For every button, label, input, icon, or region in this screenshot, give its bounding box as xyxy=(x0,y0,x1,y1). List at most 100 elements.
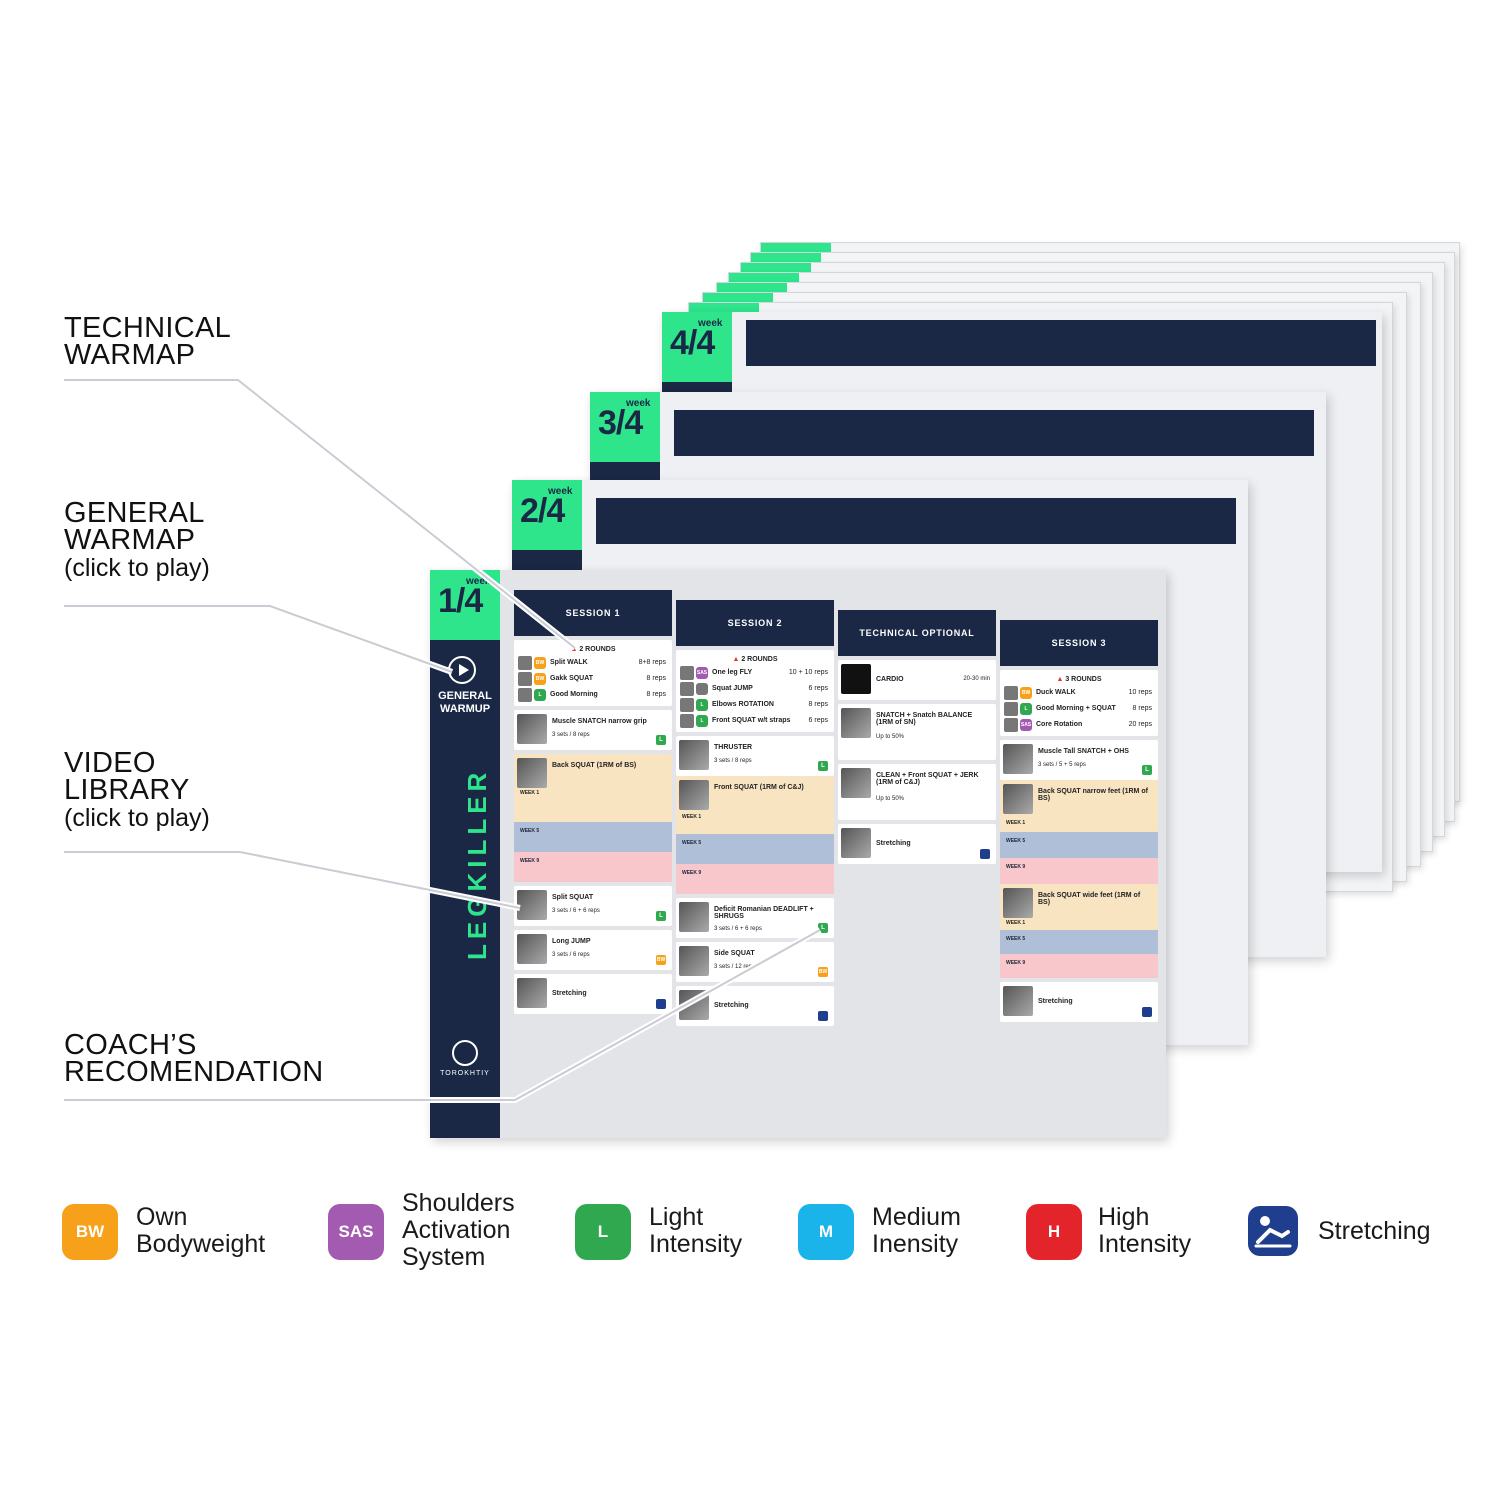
light-intensity-badge: L xyxy=(575,1204,631,1260)
exercise-card[interactable]: Deficit Romanian DEADLIFT + SHRUGS 3 set… xyxy=(676,898,834,938)
video-thumb-icon[interactable] xyxy=(841,768,871,798)
week-9-band: WEEK 9 xyxy=(1000,858,1158,884)
exercise-card[interactable]: SNATCH + Snatch BALANCE (1RM of SN) Up t… xyxy=(838,704,996,760)
technical-session-column: TECHNICAL OPTIONAL SESSION CARDIO 20-30 … xyxy=(838,610,996,864)
torokhtiy-logo-icon xyxy=(452,1040,478,1066)
video-thumb-icon[interactable] xyxy=(518,672,532,686)
video-thumb-icon[interactable] xyxy=(680,666,694,680)
callout-general-warmap: GENERAL WARMAP (click to play) xyxy=(64,497,210,583)
stretching-card[interactable]: Stretching xyxy=(514,974,672,1014)
video-thumb-icon[interactable] xyxy=(517,758,547,788)
brand-logo: TOROKHTIY xyxy=(430,1040,500,1077)
video-thumb-icon[interactable] xyxy=(679,990,709,1020)
bodyweight-badge: BW xyxy=(818,967,828,977)
light-intensity-badge: L xyxy=(818,923,828,933)
high-intensity-badge: H xyxy=(1026,1204,1082,1260)
exercise-card[interactable]: Muscle SNATCH narrow grip 3 sets / 8 rep… xyxy=(514,710,672,750)
video-thumb-icon[interactable] xyxy=(1003,744,1033,774)
week-5-band: WEEK 5 xyxy=(514,822,672,852)
video-thumb-icon[interactable] xyxy=(1004,702,1018,716)
exercise-card[interactable]: Side SQUAT 3 sets / 12 reps BW xyxy=(676,942,834,982)
video-thumb-icon[interactable] xyxy=(1003,888,1033,918)
stretching-icon xyxy=(1248,1206,1298,1256)
video-thumb-icon[interactable] xyxy=(679,902,709,932)
exercise-card[interactable]: Long JUMP 3 sets / 6 reps BW xyxy=(514,930,672,970)
stretching-icon xyxy=(1142,1007,1152,1017)
play-icon[interactable] xyxy=(448,656,476,684)
stretching-card[interactable]: Stretching xyxy=(1000,982,1158,1022)
light-intensity-badge: L xyxy=(818,761,828,771)
week-9-band: WEEK 9 xyxy=(1000,954,1158,978)
week-5-band: WEEK 5 xyxy=(1000,930,1158,954)
video-thumb-icon[interactable] xyxy=(1004,718,1018,732)
video-thumb-icon[interactable] xyxy=(1003,784,1033,814)
callout-video-library: VIDEO LIBRARY (click to play) xyxy=(64,747,210,833)
video-thumb-icon[interactable] xyxy=(679,740,709,770)
week-5-band: WEEK 5 xyxy=(676,834,834,864)
video-thumb-icon[interactable] xyxy=(517,714,547,744)
video-thumb-icon[interactable] xyxy=(1003,986,1033,1016)
light-intensity-badge: L xyxy=(656,911,666,921)
week-9-band: WEEK 9 xyxy=(676,864,834,894)
video-thumb-icon[interactable] xyxy=(518,688,532,702)
video-thumb-icon[interactable] xyxy=(841,828,871,858)
video-thumb-icon[interactable] xyxy=(679,946,709,976)
video-thumb-icon[interactable] xyxy=(1004,686,1018,700)
video-thumb-icon[interactable] xyxy=(517,934,547,964)
light-intensity-badge: L xyxy=(656,735,666,745)
video-thumb-icon[interactable] xyxy=(841,664,871,694)
video-thumb-icon[interactable] xyxy=(518,656,532,670)
stretching-icon xyxy=(980,849,990,859)
exercise-card[interactable]: Split SQUAT 3 sets / 6 + 6 reps L xyxy=(514,886,672,926)
back-squat-card[interactable]: Back SQUAT (1RM of BS) WEEK 1 xyxy=(514,754,672,822)
back-squat-wide-card[interactable]: Back SQUAT wide feet (1RM of BS) WEEK 1 xyxy=(1000,884,1158,930)
callout-coach-recommendation: COACH’S RECOMENDATION xyxy=(64,1029,324,1088)
video-thumb-icon[interactable] xyxy=(679,780,709,810)
video-thumb-icon[interactable] xyxy=(680,698,694,712)
session-2-header: SESSION 2 xyxy=(676,600,834,646)
video-thumb-icon[interactable] xyxy=(517,890,547,920)
video-thumb-icon[interactable] xyxy=(680,682,694,696)
video-thumb-icon[interactable] xyxy=(680,714,694,728)
legend-stretching: Stretching xyxy=(1248,1200,1488,1262)
general-warmup-button[interactable]: GENERAL WARMUP xyxy=(438,690,492,715)
stretching-icon xyxy=(818,1011,828,1021)
front-squat-card[interactable]: Front SQUAT (1RM of C&J) WEEK 1 xyxy=(676,776,834,834)
cardio-card[interactable]: CARDIO 20-30 min xyxy=(838,660,996,700)
video-thumb-icon[interactable] xyxy=(841,708,871,738)
stretching-card[interactable]: Stretching xyxy=(676,986,834,1026)
fire-icon: ▲ xyxy=(1056,676,1064,683)
bodyweight-badge: BW xyxy=(656,955,666,965)
fire-icon: ▲ xyxy=(570,646,578,653)
video-thumb-icon[interactable] xyxy=(517,978,547,1008)
fire-icon: ▲ xyxy=(732,656,740,663)
technical-session-header: TECHNICAL OPTIONAL SESSION xyxy=(838,610,996,684)
exercise-card[interactable]: Muscle Tall SNATCH + OHS 3 sets / 5 + 5 … xyxy=(1000,740,1158,780)
back-squat-narrow-card[interactable]: Back SQUAT narrow feet (1RM of BS) WEEK … xyxy=(1000,780,1158,832)
stretching-card[interactable]: Stretching xyxy=(838,824,996,864)
exercise-card[interactable]: THRUSTER 3 sets / 8 reps L xyxy=(676,736,834,776)
week-9-band: WEEK 9 xyxy=(514,852,672,882)
bodyweight-badge: BW xyxy=(62,1204,118,1260)
exercise-card[interactable]: CLEAN + Front SQUAT + JERK (1RM of C&J) … xyxy=(838,764,996,820)
